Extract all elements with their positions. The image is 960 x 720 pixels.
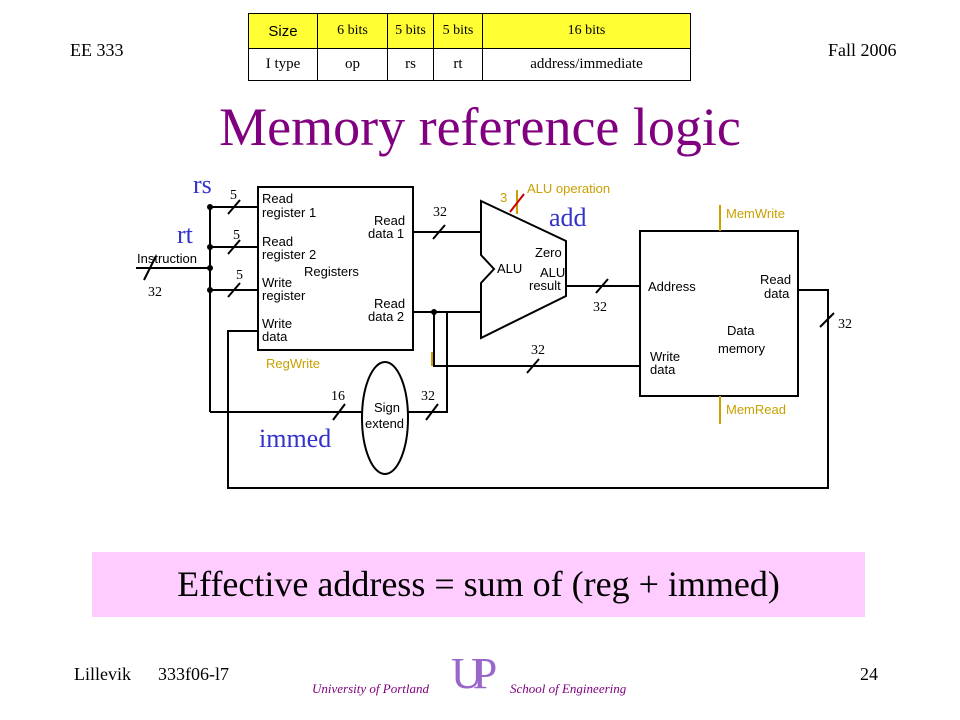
bus-width-label: 32 xyxy=(531,343,545,358)
mem-port-label: Read xyxy=(760,272,791,287)
rt-annotation: rt xyxy=(177,220,193,249)
alu-label: ALU xyxy=(497,261,522,276)
alu-operation-label: ALU operation xyxy=(527,181,610,196)
footer-course: 333f06-l7 xyxy=(158,664,229,684)
memread-label: MemRead xyxy=(726,402,786,417)
table-cell: op xyxy=(317,48,388,81)
mem-port-label: Address xyxy=(648,279,696,294)
alu-op-width: 3 xyxy=(500,190,507,205)
register-file xyxy=(257,186,414,351)
table-cell: address/immediate xyxy=(482,48,691,81)
bus-width-label: 16 xyxy=(331,389,345,404)
mem-port-label: Write xyxy=(650,349,680,364)
university-logo: University of Portland UP School of Engi… xyxy=(312,649,652,704)
format-itype-row: I type op rs rt address/immediate xyxy=(248,48,691,81)
sign-extend-unit xyxy=(361,361,409,475)
bus-width-label: 32 xyxy=(148,285,162,300)
alu-result-label: result xyxy=(529,278,561,293)
effective-address-box: Effective address = sum of (reg + immed) xyxy=(92,552,865,617)
university-name: University of Portland xyxy=(312,681,429,696)
bus-width-label: 5 xyxy=(230,188,237,203)
data-memory-label: Data xyxy=(727,323,755,338)
reg-port-label: register xyxy=(262,288,306,303)
immed-annotation: immed xyxy=(259,424,332,453)
header-term: Fall 2006 xyxy=(828,40,897,60)
reg-port-label: register 2 xyxy=(262,247,316,262)
table-cell: 6 bits xyxy=(317,13,388,49)
bus-width-label: 5 xyxy=(233,228,240,243)
reg-port-label: Read xyxy=(262,234,293,249)
reg-port-label: Read xyxy=(374,296,405,311)
slide-title: Memory reference logic xyxy=(219,97,741,157)
reg-port-label: register 1 xyxy=(262,205,316,220)
header-course: EE 333 xyxy=(70,40,124,60)
mem-port-label: data xyxy=(650,362,676,377)
alu xyxy=(480,199,567,340)
reg-port-label: data xyxy=(262,329,288,344)
memwrite-label: MemWrite xyxy=(726,206,785,221)
reg-port-label: Write xyxy=(262,316,292,331)
instruction-label: Instruction xyxy=(137,251,197,266)
bus-width-label: 32 xyxy=(593,300,607,315)
school-name: School of Engineering xyxy=(510,681,627,696)
instruction-format-table: Size 6 bits 5 bits 5 bits 16 bits I type… xyxy=(248,13,691,81)
table-cell: Size xyxy=(248,13,318,49)
format-size-row: Size 6 bits 5 bits 5 bits 16 bits xyxy=(248,13,691,49)
reg-port-label: data 1 xyxy=(368,226,404,241)
data-memory-label: memory xyxy=(718,341,765,356)
table-cell: rt xyxy=(433,48,483,81)
bus-width-label: 32 xyxy=(421,389,435,404)
up-logo: UP xyxy=(451,649,497,698)
reg-port-label: Read xyxy=(374,213,405,228)
sign-extend-label: Sign xyxy=(374,400,400,415)
reg-port-label: data 2 xyxy=(368,309,404,324)
registers-label: Registers xyxy=(304,264,359,279)
add-annotation: add xyxy=(549,203,587,232)
table-cell: rs xyxy=(387,48,434,81)
footer-page: 24 xyxy=(860,664,878,684)
alu-zero-label: Zero xyxy=(535,245,562,260)
table-cell: I type xyxy=(248,48,318,81)
bus-width-label: 5 xyxy=(236,268,243,283)
sign-extend-label: extend xyxy=(365,416,404,431)
regwrite-label: RegWrite xyxy=(266,356,320,371)
table-cell: 16 bits xyxy=(482,13,691,49)
bus-width-label: 32 xyxy=(433,205,447,220)
footer-author: Lillevik xyxy=(74,664,131,684)
alu-result-label: ALU xyxy=(540,265,565,280)
mem-port-label: data xyxy=(764,286,790,301)
table-cell: 5 bits xyxy=(387,13,434,49)
rs-annotation: rs xyxy=(193,170,212,199)
reg-port-label: Read xyxy=(262,191,293,206)
bus-width-label: 32 xyxy=(838,317,852,332)
table-cell: 5 bits xyxy=(433,13,483,49)
reg-port-label: Write xyxy=(262,275,292,290)
